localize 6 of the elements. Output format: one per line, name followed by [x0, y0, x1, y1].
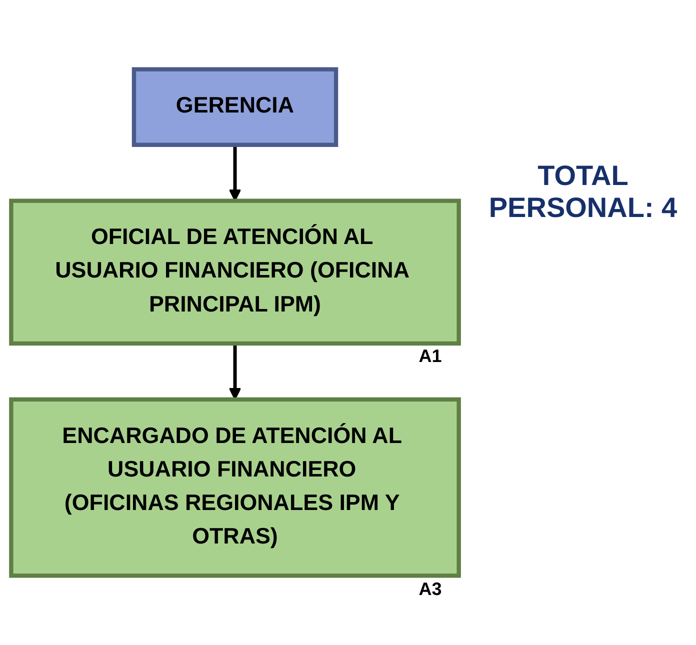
node-code-label: A1	[418, 346, 442, 368]
node-box: GERENCIA	[132, 67, 338, 147]
node-code-label: A3	[418, 578, 442, 600]
node-box: ENCARGADO DE ATENCIÓN AL USUARIO FINANCIERO (OFICINAS REGIONALES IPM Y OTRAS)	[9, 397, 461, 578]
node-box: OFICIAL DE ATENCIÓN AL USUARIO FINANCIERO (OFICINA PRINCIPAL IPM)	[9, 198, 461, 346]
total-staff-label: TOTAL PERSONAL: 4	[488, 160, 678, 224]
